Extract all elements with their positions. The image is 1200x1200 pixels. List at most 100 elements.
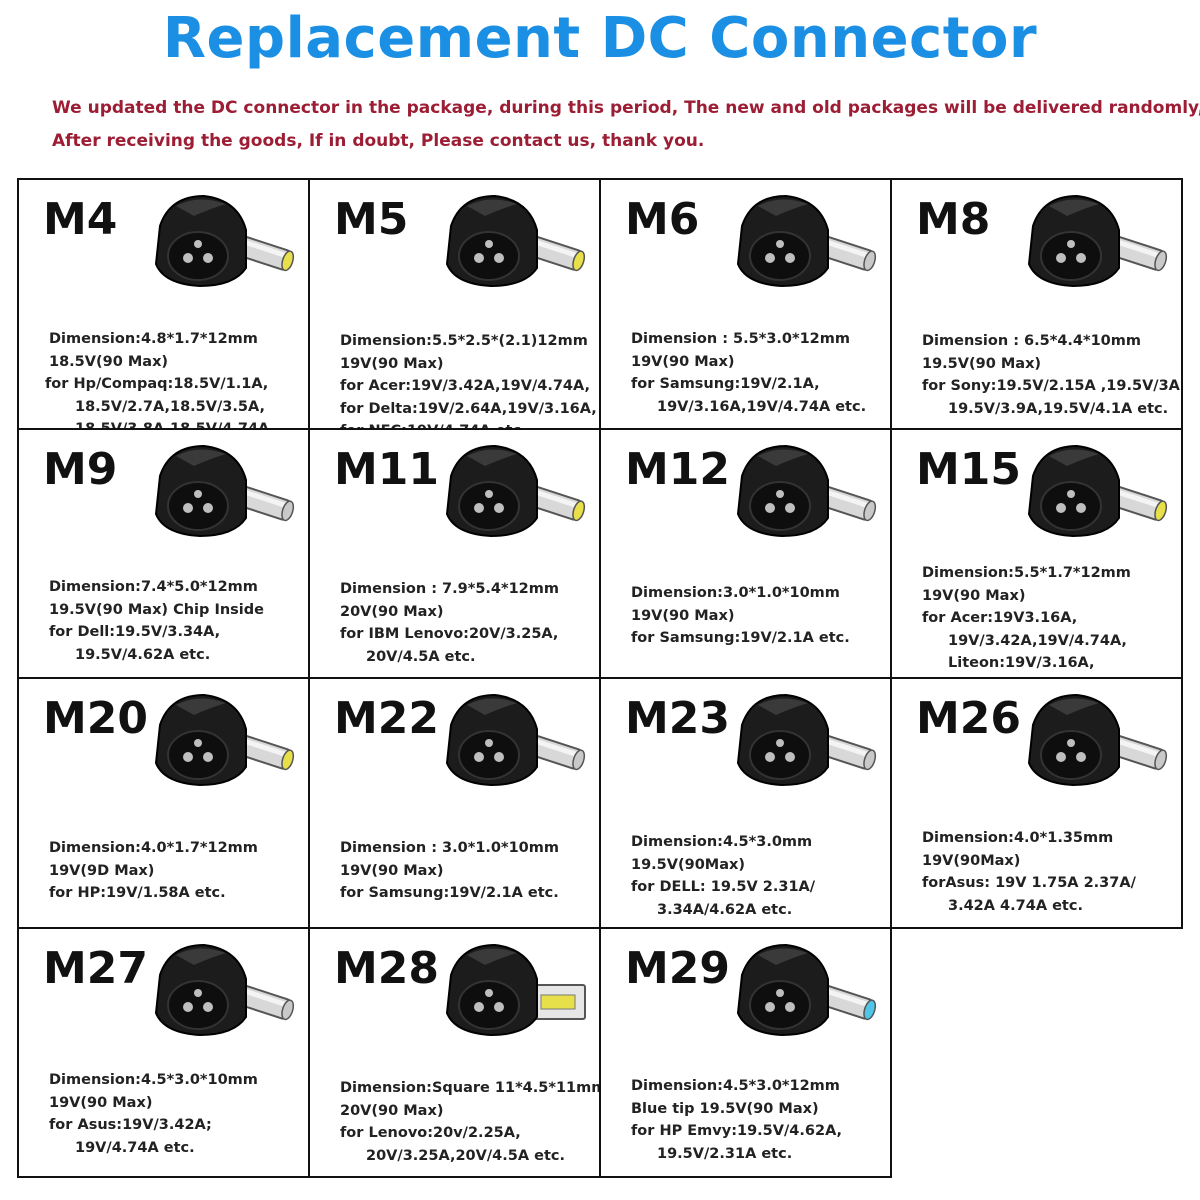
spec-line: 19V/3.16A,19V/4.74A etc.	[657, 398, 867, 415]
model-label: M9	[43, 444, 118, 495]
spec-line: Blue tip 19.5V(90 Max)	[631, 1100, 819, 1117]
dc-connector-image	[445, 943, 586, 1037]
spec-line: 19.5V(90 Max) Chip Inside	[49, 601, 264, 618]
dimension-text: Dimension:7.4*5.0*12mm	[49, 579, 258, 595]
spec-line: 3.42A 4.74A etc.	[948, 897, 1083, 914]
dc-connector-image	[154, 943, 295, 1037]
dimension-text: Dimension:3.0*1.0*10mm	[631, 585, 840, 601]
spec-line: Liteon:19V/3.16A,	[948, 655, 1095, 671]
dimension-text: Dimension:4.5*3.0*12mm	[631, 1078, 840, 1094]
connector-specs: Dimension:4.0*1.7*12mm 19V(9D Max) for HP:…	[45, 837, 300, 905]
spec-line: 19V(90 Max)	[340, 862, 444, 879]
dimension-text: Dimension : 7.9*5.4*12mm	[340, 581, 559, 597]
model-label: M11	[334, 444, 440, 495]
dimension-text: Dimension:4.8*1.7*12mm	[49, 331, 258, 347]
spec-line: 19V(90Max)	[922, 852, 1021, 869]
spec-line: 19.5V/4.62A etc.	[75, 646, 211, 663]
notice-text: We updated the DC connector in the packa…	[52, 92, 1200, 158]
spec-line: 18.5V/3.8A,18.5V/4.74A,	[75, 421, 276, 430]
model-label: M23	[625, 693, 731, 744]
spec-line: 19.5V/2.31A etc.	[657, 1145, 793, 1162]
dc-connector-image	[445, 194, 586, 288]
connector-specs: Dimension : 6.5*4.4*10mm 19.5V(90 Max) for…	[918, 330, 1183, 420]
dc-connector-image	[1027, 444, 1168, 538]
dc-connector-image	[1027, 194, 1168, 288]
dimension-text: Dimension:4.5*3.0*10mm	[49, 1072, 258, 1088]
spec-line: for HP:19V/1.58A etc.	[49, 885, 226, 901]
dimension-text: Dimension:4.0*1.35mm	[922, 830, 1114, 846]
spec-line: for Dell:19.5V/3.34A,	[49, 624, 221, 640]
dc-connector-image	[736, 943, 877, 1037]
spec-line: 19V(90 Max)	[340, 355, 444, 372]
spec-line: 18.5V/2.7A,18.5V/3.5A,	[75, 398, 265, 415]
dimension-text: Dimension:Square 11*4.5*11mm	[340, 1080, 601, 1096]
spec-line: for DELL: 19.5V 2.31A/	[631, 879, 816, 895]
dimension-text: Dimension:4.5*3.0mm	[631, 834, 813, 850]
dc-connector-image	[154, 693, 295, 787]
spec-line: 19V(90 Max)	[631, 353, 735, 370]
page-title: Replacement DC Connector	[162, 6, 1038, 71]
spec-line: 20V(90 Max)	[340, 1102, 444, 1119]
notice-line-1: We updated the DC connector in the packa…	[52, 98, 1200, 118]
dc-connector-image	[1027, 693, 1168, 787]
dc-connector-image	[736, 444, 877, 538]
spec-line: for Samsung:19V/2.1A etc.	[340, 885, 559, 901]
dc-connector-image	[445, 444, 586, 538]
dimension-text: Dimension:5.5*2.5*(2.1)12mm	[340, 333, 588, 349]
spec-line: 19V(90 Max)	[922, 587, 1026, 604]
dimension-text: Dimension : 6.5*4.4*10mm	[922, 333, 1141, 349]
spec-line: for Sony:19.5V/2.15A ,19.5V/3A,	[922, 378, 1183, 394]
spec-line: 18.5V(90 Max)	[49, 353, 169, 370]
spec-line: 19V(90 Max)	[49, 1094, 153, 1111]
model-label: M22	[334, 693, 440, 744]
dimension-text: Dimension : 3.0*1.0*10mm	[340, 840, 559, 856]
dc-connector-image	[736, 693, 877, 787]
connector-specs: Dimension:5.5*1.7*12mm 19V(90 Max) for Ace…	[918, 562, 1173, 677]
spec-line: 20V/4.5A etc.	[366, 648, 476, 665]
spec-line: 19V(90 Max)	[631, 607, 735, 624]
spec-line: 19.5V(90 Max)	[922, 355, 1042, 372]
dimension-text: Dimension:5.5*1.7*12mm	[922, 565, 1131, 581]
model-label: M4	[43, 194, 118, 245]
spec-line: for Acer:19V3.16A,	[922, 610, 1078, 626]
dimension-text: Dimension : 5.5*3.0*12mm	[631, 331, 850, 347]
connector-specs: Dimension:4.5*3.0*10mm 19V(90 Max) for Asu…	[45, 1069, 300, 1159]
spec-line: for Samsung:19V/2.1A etc.	[631, 630, 850, 646]
spec-line: forAsus: 19V 1.75A 2.37A/	[922, 875, 1136, 891]
model-label: M28	[334, 943, 440, 994]
connector-specs: Dimension : 3.0*1.0*10mm 19V(90 Max) for S…	[336, 837, 591, 905]
spec-line: 19.5V(90Max)	[631, 856, 745, 873]
spec-line: for IBM Lenovo:20V/3.25A,	[340, 626, 559, 642]
spec-line: 19V(9D Max)	[49, 862, 155, 879]
model-label: M29	[625, 943, 731, 994]
spec-line: 3.34A/4.62A etc.	[657, 901, 793, 918]
connector-specs: Dimension:3.0*1.0*10mm 19V(90 Max) for Sam…	[627, 582, 882, 650]
dimension-text: Dimension:4.0*1.7*12mm	[49, 840, 258, 856]
model-label: M12	[625, 444, 731, 495]
connector-specs: Dimension : 5.5*3.0*12mm 19V(90 Max) for S…	[627, 328, 882, 418]
spec-line: for Asus:19V/3.42A;	[49, 1117, 212, 1133]
model-label: M27	[43, 943, 149, 994]
notice-line-2: After receiving the goods, If in doubt, …	[52, 131, 705, 151]
spec-line: for Lenovo:20v/2.25A,	[340, 1125, 521, 1141]
model-label: M15	[916, 444, 1022, 495]
dc-connector-image	[154, 444, 295, 538]
dc-connector-image	[445, 693, 586, 787]
spec-line: for Samsung:19V/2.1A,	[631, 376, 820, 392]
